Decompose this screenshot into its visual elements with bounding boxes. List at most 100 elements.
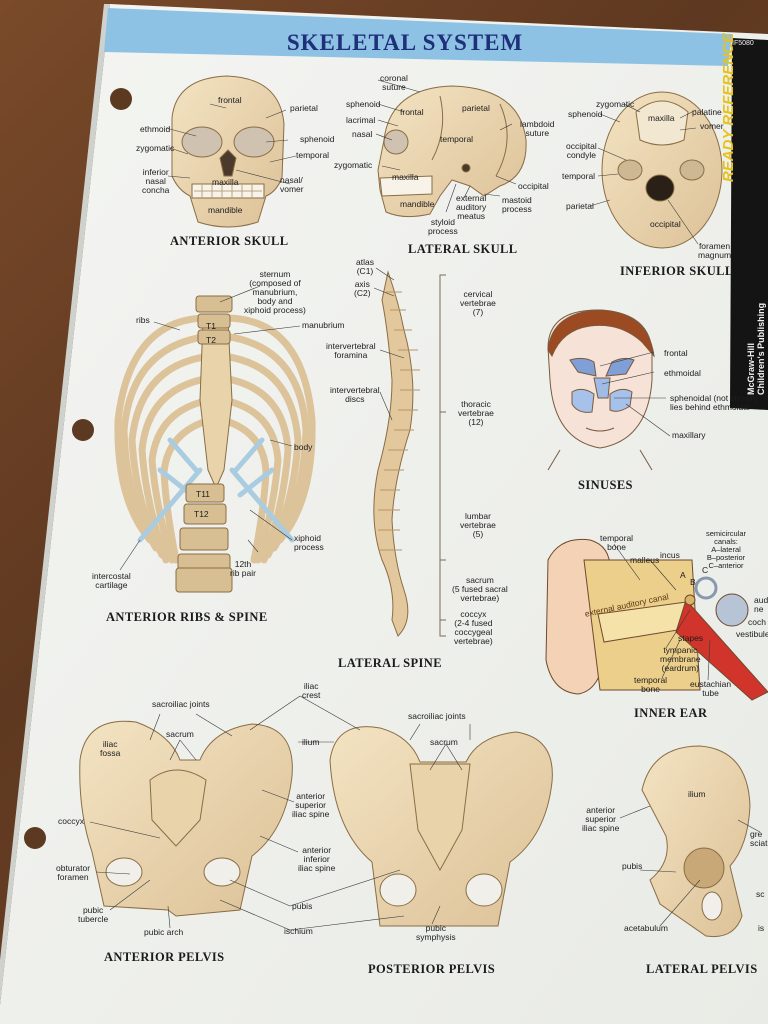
rib-cage-figure	[114, 295, 316, 593]
label-manubrium: manubrium	[302, 320, 345, 330]
label-vomer: vomer	[700, 121, 724, 131]
label-sacroiliac-joints-posterior: sacroiliac joints	[408, 711, 466, 721]
label-canal-b: B	[690, 577, 696, 587]
label-maxilla-inf: maxilla	[648, 113, 675, 123]
label-frontal-sinus: frontal	[664, 348, 688, 358]
label-sacrum-posterior: sacrum	[430, 737, 458, 747]
label-axis: axis (C2)	[354, 279, 371, 298]
label-ethmoidal-sinus: ethmoidal	[664, 368, 701, 378]
publisher-line-2: Children's Publishing	[756, 302, 766, 395]
inner-ear-figure	[545, 538, 768, 701]
binder-hole-1	[110, 88, 132, 110]
label-ischium: ischium	[284, 926, 313, 936]
label-mandible-lat: mandible	[400, 199, 435, 209]
posterior-pelvis-figure	[329, 726, 553, 927]
label-foramen-magnum: foramen magnum	[698, 241, 732, 260]
label-greater-sciatic-notch: gre sciati	[750, 829, 768, 848]
label-temporal-bone-lower: temporal bone	[634, 675, 668, 694]
label-anterior-superior-iliac-spine: anterior superior iliac spine	[292, 791, 330, 819]
label-body: body	[294, 442, 313, 452]
label-intervertebral-foramina: intervertebral foramina	[326, 341, 376, 360]
label-occipital-condyle: occipital condyle	[566, 141, 597, 160]
label-external-auditory-meatus: external auditory meatus	[456, 193, 487, 221]
label-parietal-inf: parietal	[566, 201, 594, 211]
label-sacrum-anterior: sacrum	[166, 729, 194, 739]
label-temporal-inf: temporal	[562, 171, 596, 181]
label-t1: T1	[206, 321, 216, 331]
title-band	[104, 8, 732, 66]
binder-hole-2	[72, 419, 94, 441]
label-mastoid-process: mastoid process	[502, 195, 532, 214]
label-maxilla-lat: maxilla	[392, 172, 419, 182]
label-frontal-lat: frontal	[400, 107, 424, 117]
label-lateral-ilium: ilium	[688, 789, 706, 799]
label-sternum: sternum (composed of manubrium, body and…	[244, 269, 306, 315]
lateral-spine-figure	[373, 270, 446, 637]
label-coronal-suture: coronal suture	[380, 73, 408, 92]
label-lateral-is: is	[758, 923, 765, 933]
label-frontal: frontal	[218, 95, 242, 105]
label-nasal: nasal	[352, 129, 373, 139]
sinuses-figure	[547, 309, 655, 471]
label-pubis: pubis	[292, 901, 313, 911]
anterior-pelvis-figure	[79, 720, 293, 917]
label-intercostal-cartilage: intercostal cartilage	[92, 571, 131, 590]
label-iliac-fossa: iliac fossa	[100, 739, 121, 758]
caption-inferior-skull: INFERIOR SKULL	[620, 264, 734, 278]
product-code: IF5080	[732, 40, 754, 47]
caption-lateral-skull: LATERAL SKULL	[408, 242, 518, 256]
label-12th-rib-pair: 12th rib pair	[230, 559, 256, 578]
label-occipital-inf: occipital	[650, 219, 681, 229]
label-sacroiliac-joints-anterior: sacroiliac joints	[152, 699, 210, 709]
label-palatine: palatine	[692, 107, 722, 117]
label-thoracic-vertebrae: thoracic vertebrae (12)	[458, 399, 494, 427]
label-parietal: parietal	[290, 103, 318, 113]
label-lateral-pubis: pubis	[622, 861, 643, 871]
label-eustachian-tube: eustachian tube	[690, 679, 732, 698]
label-maxillary-sinus: maxillary	[672, 430, 706, 440]
caption-posterior-pelvis: POSTERIOR PELVIS	[368, 962, 496, 976]
label-t11: T11	[196, 489, 211, 499]
page-title: SKELETAL SYSTEM	[286, 30, 524, 55]
label-maxilla: maxilla	[212, 177, 239, 187]
label-obturator-foramen: obturator foramen	[56, 863, 91, 882]
label-sphenoid: sphenoid	[300, 134, 335, 144]
label-styloid-process: styloid process	[428, 217, 458, 236]
lateral-skull-figure	[377, 85, 527, 218]
label-pubic-tubercle: pubic tubercle	[78, 905, 109, 924]
caption-anterior-pelvis: ANTERIOR PELVIS	[104, 950, 225, 964]
label-lacrimal: lacrimal	[346, 115, 376, 125]
label-lambdoid-suture: lambdoid suture	[520, 119, 555, 138]
label-zygomatic: zygomatic	[136, 143, 175, 153]
lateral-pelvis-figure	[641, 745, 751, 938]
label-pubic-arch: pubic arch	[144, 927, 184, 937]
label-cervical-vertebrae: cervical vertebrae (7)	[460, 289, 496, 317]
binder-hole-3	[24, 827, 46, 849]
ready-reference-text: READY REFERENCE	[720, 33, 737, 182]
caption-lateral-spine: LATERAL SPINE	[338, 656, 442, 670]
publisher-line-1: McGraw-Hill	[746, 342, 756, 395]
label-semicircular-canals: semicircular canals: A–lateral B–posteri…	[706, 529, 747, 570]
label-temporal-bone: temporal bone	[600, 533, 634, 552]
label-stapes: stapes	[678, 633, 704, 643]
label-iliac-crest: iliac crest	[302, 681, 321, 700]
label-coccyx-spine: coccyx (2-4 fused coccygeal vertebrae)	[454, 609, 493, 646]
label-cochlea: coch	[748, 617, 766, 627]
label-lateral-sc: sc	[756, 889, 765, 899]
label-pubic-symphysis: pubic symphysis	[416, 923, 456, 942]
inferior-skull-figure	[601, 91, 723, 249]
label-atlas: atlas (C1)	[356, 257, 374, 276]
caption-lateral-pelvis: LATERAL PELVIS	[646, 962, 758, 976]
caption-sinuses: SINUSES	[578, 478, 633, 492]
label-anterior-inferior-iliac-spine: anterior inferior iliac spine	[298, 845, 336, 873]
label-malleus: malleus	[630, 555, 660, 565]
side-strip	[730, 38, 768, 410]
label-inferior-nasal-concha: inferior nasal concha	[142, 167, 170, 195]
paper-edge-shadow	[0, 4, 110, 1005]
caption-anterior-skull: ANTERIOR SKULL	[170, 234, 289, 248]
label-auditory-nerve: aud ne	[754, 595, 768, 614]
label-zygomatic-lat: zygomatic	[334, 160, 373, 170]
label-sphenoid-lat: sphenoid	[346, 99, 381, 109]
